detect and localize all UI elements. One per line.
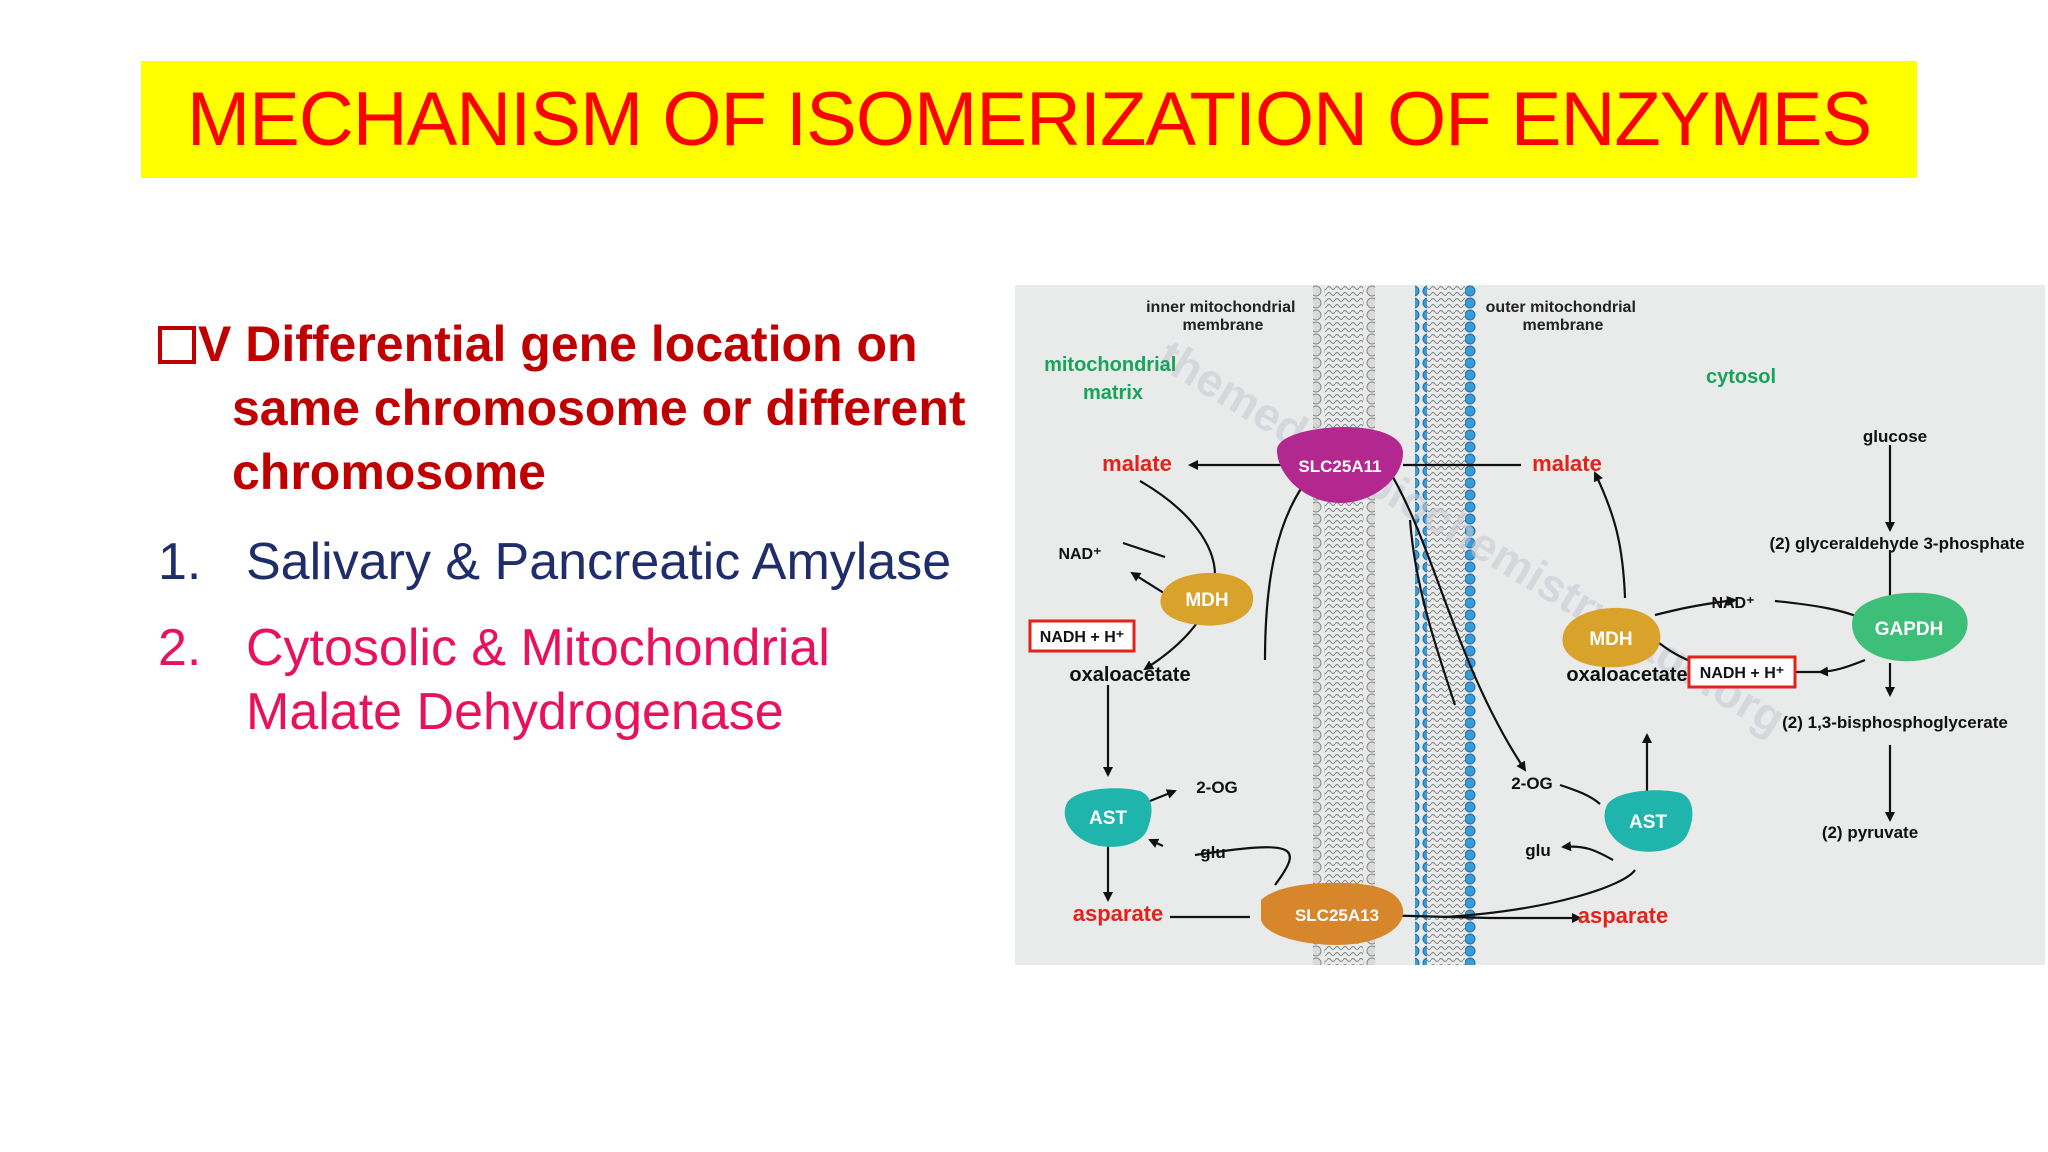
cytosol-label: cytosol — [1706, 366, 1776, 388]
ast-label: AST — [1089, 808, 1127, 829]
aspartate-label: asparate — [1578, 903, 1669, 928]
malate-label: malate — [1532, 451, 1602, 476]
title-banner: MECHANISM OF ISOMERIZATION OF ENZYMES — [141, 61, 1917, 178]
gapdh-label: GAPDH — [1875, 619, 1944, 640]
list-text: Malate Dehydrogenase — [246, 683, 784, 741]
nadh-label: NADH + H⁺ — [1700, 665, 1784, 682]
list-item: 2. Cytosolic & Mitochondrial Malate Dehy… — [158, 616, 978, 744]
svg-text:outer mitochondrial memb: outer mitochondrial membrane — [1486, 299, 1641, 334]
oxaloacetate-label: oxaloacetate — [1566, 664, 1687, 686]
outer-membrane-label: membrane — [1523, 317, 1604, 334]
svg-text:mitochondrial matrix: mitochondrial matrix — [1044, 354, 1182, 404]
inner-membrane-label: inner mitochondrial — [1146, 299, 1295, 316]
2-og-label: 2-OG — [1511, 774, 1553, 793]
ast-enzyme-right: AST — [1604, 790, 1693, 852]
checkbox-bullet-icon — [158, 326, 196, 364]
list-item: 1. Salivary & Pancreatic Amylase — [158, 530, 978, 594]
matrix-label: matrix — [1083, 382, 1143, 404]
heading-line-2: same chromosome or different — [232, 380, 966, 436]
list-text: Salivary & Pancreatic Amylase — [246, 533, 952, 591]
pathway-arrows — [1103, 445, 1895, 923]
heading-line-3: chromosome — [232, 444, 546, 500]
mdh-enzyme-left: MDH — [1160, 572, 1254, 626]
outer-membrane-label: outer mitochondrial — [1486, 299, 1636, 316]
mdh-label: MDH — [1589, 629, 1632, 650]
glu-label: glu — [1525, 841, 1551, 860]
nad-label: NAD⁺ — [1711, 595, 1754, 612]
diagram-svg: themedicalbiochemistrypage.org inner mit… — [1028, 285, 2025, 965]
bullet-heading: V Differential gene location on same chr… — [158, 312, 978, 504]
ast-label: AST — [1629, 812, 1667, 833]
slc25a13-transporter: SLC25A13 — [1261, 882, 1404, 945]
slc25a11-transporter: SLC25A11 — [1277, 427, 1403, 503]
list-text: Cytosolic & Mitochondrial — [246, 619, 830, 677]
oxaloacetate-label: oxaloacetate — [1069, 664, 1190, 686]
nadh-label: NADH + H⁺ — [1040, 629, 1124, 646]
pyruvate-label: (2) pyruvate — [1822, 823, 1918, 842]
bullet-list: V Differential gene location on same chr… — [158, 312, 978, 744]
bpg-label: (2) 1,3-bisphosphoglycerate — [1782, 713, 2008, 732]
g3p-label: (2) glyceraldehyde 3-phosphate — [1769, 534, 2024, 553]
ast-enzyme-left: AST — [1064, 788, 1152, 847]
malate-aspartate-shuttle-diagram: themedicalbiochemistrypage.org inner mit… — [1015, 285, 2045, 965]
2-og-label: 2-OG — [1196, 778, 1238, 797]
slc25a13-label: SLC25A13 — [1295, 906, 1379, 925]
list-number: 2. — [158, 619, 202, 677]
mdh-enzyme-right: MDH — [1562, 607, 1661, 668]
glucose-label: glucose — [1863, 427, 1927, 446]
slide-title: MECHANISM OF ISOMERIZATION OF ENZYMES — [186, 77, 1872, 162]
list-number: 1. — [158, 533, 202, 591]
inner-membrane-label: membrane — [1183, 317, 1264, 334]
outer-membrane — [1415, 285, 1477, 965]
heading-line-1: V Differential gene location on — [198, 316, 918, 372]
mdh-label: MDH — [1185, 590, 1228, 611]
inner-membrane — [1313, 285, 1375, 965]
glu-label: glu — [1200, 843, 1226, 862]
nad-label: NAD⁺ — [1058, 546, 1101, 563]
nadh-box-right: NADH + H⁺ — [1687, 655, 1797, 689]
slc25a11-label: SLC25A11 — [1298, 457, 1381, 476]
gapdh-enzyme: GAPDH — [1852, 592, 1968, 662]
svg-text:inner mitochondrial memb: inner mitochondrial membrane — [1146, 299, 1300, 334]
nadh-box-left: NADH + H⁺ — [1028, 619, 1136, 653]
malate-label: malate — [1102, 451, 1172, 476]
aspartate-label: asparate — [1073, 901, 1164, 926]
matrix-label: mitochondrial — [1044, 354, 1176, 376]
